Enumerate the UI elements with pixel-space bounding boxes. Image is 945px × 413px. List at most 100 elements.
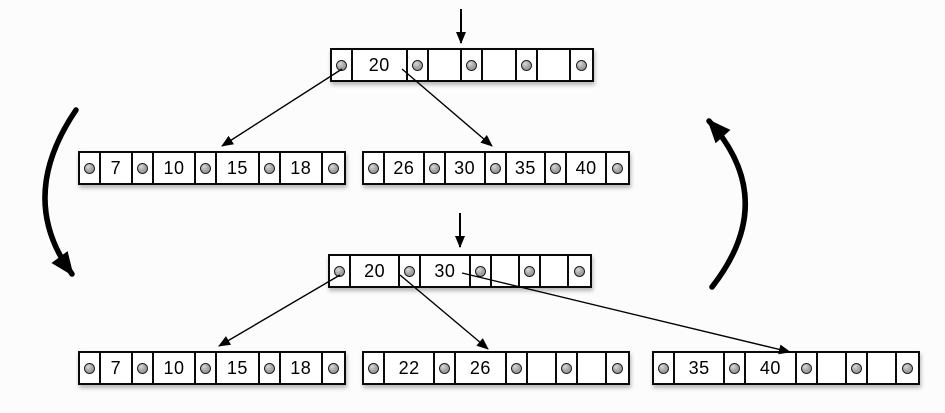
pointer-cell [607,353,628,383]
pointer-cell [364,353,385,383]
pointer-cell [569,256,590,286]
key-cell [483,50,517,80]
key-cell: 15 [217,353,260,383]
pointer-dot-icon [368,362,379,374]
pointer-dot-icon [576,59,588,71]
btree-node-after-child-middle: 22 26 [362,351,630,385]
key-cell: 20 [353,50,408,80]
pointer-cell [133,153,154,183]
pointer-dot-icon [263,162,275,174]
pointer-cell [486,153,507,183]
pointer-cell [797,353,818,383]
key-cell [868,353,897,383]
pointer-dot-icon [550,162,562,174]
key-cell: 15 [217,153,260,183]
pointer-dot-icon [520,59,532,71]
pointer-dot-icon [428,162,440,174]
pointer-dot-icon [466,59,478,71]
key-cell: 26 [385,153,425,183]
pointer-cell [607,153,628,183]
key-cell: 10 [154,153,197,183]
pointer-dot-icon [523,265,535,277]
key-cell: 10 [154,353,197,383]
link-arrow-before-left-child [221,68,343,147]
pointer-dot-icon [327,362,339,374]
pointer-cell [847,353,868,383]
pointer-dot-icon [136,162,148,174]
pointer-dot-icon [327,162,339,174]
key-cell [538,50,572,80]
pointer-dot-icon [368,162,379,174]
key-cell: 7 [101,353,133,383]
pointer-cell [520,256,541,286]
pointer-dot-icon [200,362,212,374]
btree-node-after-root: 20 30 [328,254,592,288]
pointer-cell [408,50,429,80]
pointer-cell [654,353,675,383]
pointer-cell [330,256,351,286]
pointer-cell [133,353,154,383]
pointer-cell [323,153,344,183]
pointer-dot-icon [336,59,347,71]
btree-node-after-child-right: 35 40 [652,351,920,385]
pointer-cell [323,353,344,383]
pointer-dot-icon [729,362,741,374]
split-cycle-arrow-right [706,118,748,290]
pointer-dot-icon [474,265,486,277]
pointer-dot-icon [439,362,451,374]
btree-node-after-child-left: 7 10 15 18 [78,351,346,385]
pointer-cell [196,153,218,183]
btree-node-before-child-left: 7 10 15 18 [78,151,346,185]
pointer-cell [80,153,101,183]
pointer-dot-icon [136,362,148,374]
pointer-cell [260,153,281,183]
pointer-dot-icon [84,162,95,174]
key-cell: 20 [351,256,401,286]
key-cell: 7 [101,153,133,183]
key-cell [492,256,520,286]
key-cell [429,50,463,80]
pointer-cell [462,50,484,80]
key-cell: 40 [567,153,607,183]
key-cell [541,256,569,286]
key-cell: 26 [456,353,507,383]
key-cell: 22 [385,353,436,383]
pointer-dot-icon [560,362,572,374]
pointer-dot-icon [411,59,423,71]
pointer-cell [517,50,538,80]
key-cell: 35 [507,153,547,183]
pointer-dot-icon [489,162,501,174]
pointer-cell [557,353,578,383]
pointer-cell [425,153,446,183]
pointer-cell [332,50,353,80]
pointer-dot-icon [800,362,812,374]
key-cell [528,353,557,383]
key-cell: 35 [675,353,726,383]
pointer-dot-icon [404,265,416,277]
pointer-dot-icon [84,362,95,374]
key-cell [818,353,847,383]
pointer-dot-icon [263,362,275,374]
pointer-dot-icon [200,162,212,174]
pointer-cell [725,353,747,383]
pointer-cell [400,256,422,286]
pointer-dot-icon [658,362,669,374]
key-cell: 40 [746,353,797,383]
pointer-cell [507,353,528,383]
btree-node-before-child-right: 26 30 35 40 [362,151,630,185]
pointer-dot-icon [612,362,623,374]
pointer-dot-icon [902,362,913,374]
pointer-dot-icon [612,162,623,174]
pointer-cell [571,50,592,80]
pointer-cell [260,353,281,383]
link-arrow-after-left-child [218,274,341,347]
key-cell: 18 [281,353,323,383]
split-cycle-arrow-left [42,107,79,277]
pointer-dot-icon [574,265,585,277]
pointer-cell [471,256,492,286]
key-cell [578,353,607,383]
pointer-cell [546,153,568,183]
pointer-cell [897,353,918,383]
btree-node-before-root: 20 [330,48,594,82]
pointer-cell [435,353,457,383]
